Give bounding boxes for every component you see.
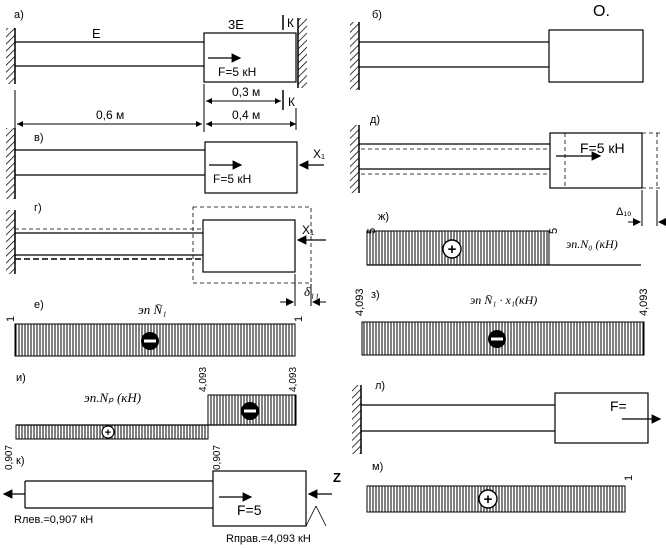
svg-text:0,4 м: 0,4 м [232,108,260,122]
svg-text:1: 1 [5,316,17,322]
svg-text:К: К [288,95,295,109]
svg-text:л): л) [375,380,385,392]
svg-text:F=5 кН: F=5 кН [580,140,625,156]
svg-text:4,093: 4,093 [354,288,366,316]
panel-v: в) F=5 кН X₁ [6,128,325,199]
label-K: К [287,16,294,30]
svg-text:эп.Nₚ (кН): эп.Nₚ (кН) [84,390,141,405]
panel-d: д) F=5 кН Δ₁₀ [350,114,666,226]
panel-g: г) X₁ δ₁₁ [6,202,326,306]
svg-text:эп.N₀ (кН): эп.N₀ (кН) [566,237,618,251]
svg-text:5: 5 [366,228,378,234]
right-wall [298,18,307,88]
svg-text:0,3 м: 0,3 м [232,85,260,99]
svg-text:эп N̄₁: эп N̄₁ [138,302,167,317]
svg-text:к): к) [16,455,24,467]
svg-text:Z: Z [333,470,341,485]
svg-text:Δ₁₀: Δ₁₀ [616,206,632,218]
svg-text:+: + [105,427,111,439]
panel-l: л) F= [352,380,662,454]
svg-text:1: 1 [623,475,635,481]
svg-text:Rправ.=4,093 кН: Rправ.=4,093 кН [226,533,311,545]
svg-text:4,093: 4,093 [198,367,209,392]
svg-text:0,6 м: 0,6 м [96,108,124,122]
panel-z: з) 4,093 4,093 эп N̄₁ · x₁(кН) [354,288,650,356]
svg-text:д): д) [370,114,380,126]
svg-text:б): б) [372,9,382,21]
svg-text:з): з) [371,289,380,301]
svg-text:0,907: 0,907 [4,445,15,470]
svg-text:О.: О. [593,3,610,20]
svg-text:м): м) [372,461,383,473]
svg-text:Rлев.=0,907 кН: Rлев.=0,907 кН [14,514,93,526]
panel-a: а) E 3E К F=5 кН 0,3 м К 0,4 м 0,6 м [6,9,307,132]
panel-m: м) 1 + [366,461,635,513]
panel-b: б) О. [350,3,644,90]
svg-text:4,093: 4,093 [288,367,299,392]
panel-i: и) эп.Nₚ (кН) 0,907 4,093 4,093 + [4,367,299,470]
label-3E: 3E [228,17,244,32]
svg-text:эп N̄₁ · x₁(кН): эп N̄₁ · x₁(кН) [470,293,537,307]
svg-text:4,093: 4,093 [638,288,650,316]
svg-text:F=5: F=5 [237,502,262,518]
svg-text:е): е) [34,299,44,311]
panel-a-label: а) [14,9,24,21]
force-label: F=5 кН [218,65,256,79]
svg-text:X₁: X₁ [313,147,325,161]
label-E: E [92,26,101,41]
svg-text:X₁: X₁ [302,223,314,237]
svg-text:0,907: 0,907 [212,445,223,470]
svg-text:5: 5 [548,228,560,234]
svg-text:δ₁₁: δ₁₁ [304,284,319,299]
panel-e: е) 1 1 эп N̄₁ [5,299,305,357]
svg-text:и): и) [16,372,26,384]
svg-text:1: 1 [293,316,305,322]
svg-text:F=: F= [610,398,627,414]
plus-sign-zh [442,239,462,259]
left-wall [6,28,15,84]
panel-k: к) 0,907 F=5 Z Rлев.=0,907 кН Rправ.=4,0… [2,445,341,545]
svg-text:в): в) [34,132,44,144]
svg-text:ж): ж) [378,211,389,223]
svg-text:+: + [484,491,493,508]
svg-text:+: + [448,241,457,258]
panel-zh: ж) 5 5 эп.N₀ (кН) + [366,211,641,266]
svg-text:г): г) [34,202,42,214]
svg-text:F=5 кН: F=5 кН [213,172,251,186]
